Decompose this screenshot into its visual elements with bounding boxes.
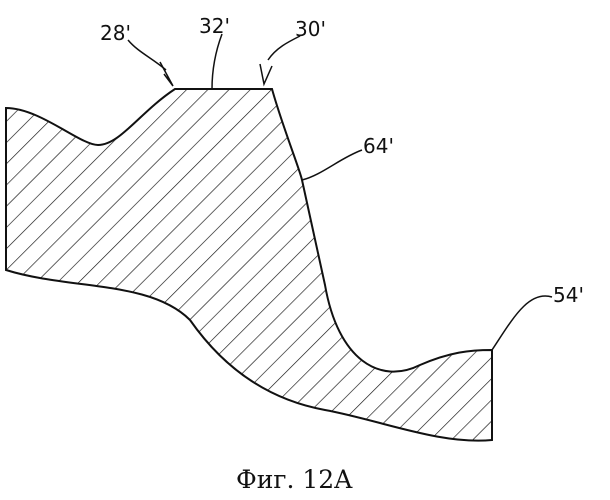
cross-section-body <box>6 89 492 441</box>
figure-caption: Фиг. 12A <box>236 465 353 494</box>
leader-54 <box>492 296 552 350</box>
leader-64 <box>302 150 362 180</box>
ref-label-28: 28' <box>100 21 131 45</box>
arrow-30 <box>260 64 272 84</box>
arrow-28 <box>160 62 173 86</box>
ref-label-64: 64' <box>363 134 394 158</box>
leader-32 <box>212 34 222 89</box>
ref-label-54: 54' <box>553 283 584 307</box>
ref-label-32: 32' <box>199 14 230 38</box>
leader-28 <box>128 40 166 70</box>
ref-label-30: 30' <box>295 17 326 41</box>
